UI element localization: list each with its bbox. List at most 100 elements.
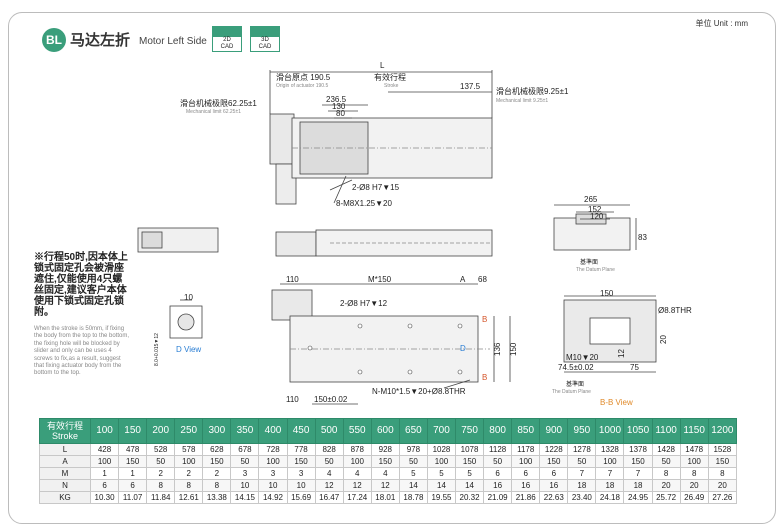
mlimit-left: 滑台机械极限62.25±1	[180, 98, 257, 108]
table-cell: 16	[511, 479, 541, 492]
bb-thr: Ø8.8THR	[658, 306, 692, 315]
side-view-left-motor	[141, 231, 163, 249]
origin-label: 滑台原点 190.5	[276, 72, 331, 82]
table-cell: 22.63	[539, 491, 569, 504]
dim-80: 80	[336, 109, 345, 118]
dim-137: 137.5	[460, 82, 481, 91]
table-cell: 1228	[539, 443, 569, 456]
bb-dim-12: 12	[617, 349, 626, 358]
cad-3d-line2: CAD	[258, 44, 272, 50]
table-header-cell: 700	[426, 418, 457, 444]
table-cell: 21.09	[483, 491, 513, 504]
dim-150tol: 150±0.02	[314, 395, 348, 404]
table-cell: 2	[146, 467, 176, 480]
table-cell: 11.84	[146, 491, 176, 504]
table-row-label: N	[39, 479, 91, 492]
table-cell: 478	[118, 443, 148, 456]
table-header-cell: 1200	[707, 418, 738, 444]
bottom-hole	[407, 369, 413, 375]
table-cell: 6	[511, 467, 541, 480]
table-cell: 12	[342, 479, 372, 492]
table-cell: 150	[118, 455, 148, 468]
dim-265: 265	[584, 195, 598, 204]
table-header-cell: 550	[342, 418, 372, 444]
table-cell: 1028	[426, 443, 457, 456]
table-cell: 100	[595, 455, 625, 468]
table-cell: 10	[258, 479, 288, 492]
dim-68: 68	[478, 275, 487, 284]
cad-2d-bar	[213, 27, 241, 37]
table-cell: 6	[118, 479, 148, 492]
table-cell: 50	[398, 455, 428, 468]
table-cell: 19.55	[426, 491, 457, 504]
cad-3d-line1: 3D	[261, 37, 269, 43]
page-title: 马达左折	[70, 32, 131, 49]
mlimit-right: 滑台机械极限9.25±1	[496, 86, 569, 96]
table-header-cell: 850	[511, 418, 541, 444]
bottom-hole	[457, 323, 463, 329]
table-cell: 14	[426, 479, 457, 492]
table-cell: 50	[314, 455, 344, 468]
table-cell: 2	[174, 467, 204, 480]
table-cell: 828	[314, 443, 344, 456]
bb-view-label: B-B View	[600, 398, 633, 407]
table-cell: 11.07	[118, 491, 148, 504]
table-cell: 1078	[455, 443, 485, 456]
top-motor-flange	[269, 113, 295, 165]
table-header-cell: 1150	[679, 418, 709, 444]
section-B-bottom: B	[482, 373, 487, 382]
table-cell: 12	[370, 479, 400, 492]
table-row-label: KG	[39, 491, 91, 504]
table-cell: 150	[370, 455, 400, 468]
dim-136: 136	[493, 342, 502, 356]
dim-130: 130	[332, 102, 346, 111]
table-cell: 24.18	[595, 491, 625, 504]
page-subtitle: Motor Left Side	[139, 36, 207, 47]
table-cell: 2	[202, 467, 232, 480]
table-cell: 25.72	[651, 491, 681, 504]
table-cell: 10.30	[89, 491, 120, 504]
pin1-label: 2-Ø8 H7▼15	[352, 183, 400, 192]
table-cell: 23.40	[567, 491, 597, 504]
nthread-label: N-M10*1.5▼20+Ø8.8THR	[372, 387, 466, 396]
stroke-label: 有效行程	[374, 72, 406, 82]
table-cell: 17.24	[342, 491, 372, 504]
table-header-cell: 500	[314, 418, 344, 444]
dim-L: L	[380, 61, 385, 70]
table-cell: 14.92	[258, 491, 288, 504]
cad-2d-line2: CAD	[220, 44, 234, 50]
table-header-cell: 1100	[651, 418, 681, 444]
table-header-cell: 1050	[623, 418, 653, 444]
table-header-cell: 350	[230, 418, 260, 444]
table-cell: 50	[651, 455, 681, 468]
table-cell: 8	[651, 467, 681, 480]
table-cell: 7	[623, 467, 653, 480]
bb-dim-20: 20	[659, 335, 668, 344]
table-cell: 18	[623, 479, 653, 492]
table-cell: 50	[483, 455, 513, 468]
table-cell: 150	[202, 455, 232, 468]
table-cell: 5	[455, 467, 485, 480]
table-cell: 20	[651, 479, 681, 492]
bb-dim-150: 150	[600, 289, 614, 298]
front-motor	[275, 231, 317, 257]
dim-M150: M*150	[368, 275, 392, 284]
table-cell: 8	[202, 479, 232, 492]
table-cell: 528	[146, 443, 176, 456]
table-cell: 150	[286, 455, 316, 468]
table-cell: 628	[202, 443, 232, 456]
model-badge: BL	[42, 28, 66, 52]
table-cell: 15.69	[286, 491, 316, 504]
bb-datum-en: The Datum Plane	[552, 389, 591, 395]
datum-label-en: The Datum Plane	[576, 267, 615, 273]
note-english: When the stroke is 50mm, if fixing the b…	[34, 326, 130, 377]
table-cell: 8	[707, 467, 738, 480]
technical-drawing: L 滑台原点 190.5 Origin of actuator 190.5 有效…	[137, 61, 692, 407]
table-cell: 3	[230, 467, 260, 480]
